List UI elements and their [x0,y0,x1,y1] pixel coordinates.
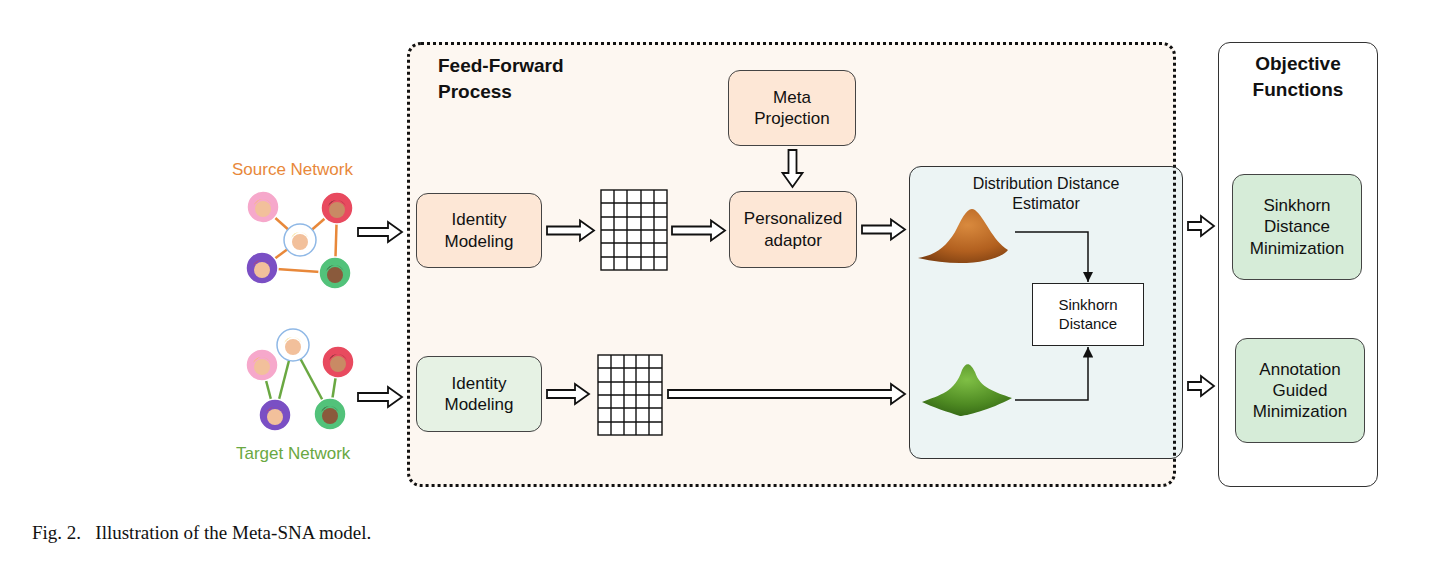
avatar [321,192,353,224]
box-label: Sinkhorn Distance Minimization [1239,195,1355,259]
avatar [321,406,339,412]
flow-line [1015,232,1088,282]
box-label: Identity Modeling [423,209,535,252]
avatar [246,349,278,381]
input-arrow [358,222,402,242]
process-region: Feed-Forward ProcessIdentity Modeling Met… [407,42,1176,487]
figure-caption: Fig. 2. Illustration of the Meta-SNA mod… [32,522,371,544]
region-fill [407,42,1183,487]
embedding-matrix [601,190,667,270]
network-label: Target Network [236,444,350,464]
box-label: Identity Modeling [423,373,535,416]
flow-arrow [668,384,905,404]
flow-arrow [783,150,803,187]
flow-arrow [1188,376,1214,396]
objective-box: Annotation Guided Minimization [1235,338,1365,443]
avatar [319,257,351,289]
avatar [322,408,338,424]
region-heading: Feed-Forward Process [438,53,598,104]
process-box: Identity Modeling [416,193,542,268]
flow-arrow [547,384,589,404]
avatar [284,224,316,256]
avatar [285,339,301,355]
distance-box: Sinkhorn Distance [1032,283,1144,346]
flow-arrow [1188,216,1214,236]
flow-arrow [547,221,594,241]
region-heading: Objective Functions [1233,51,1363,102]
avatar [277,329,309,361]
avatar [266,407,284,413]
process-box: Personalized adaptor [729,191,857,268]
flow-arrow [783,150,803,187]
flow-line [1015,232,1088,400]
avatar [254,199,272,205]
embedding-matrix [601,190,667,270]
flow-arrow [672,221,725,241]
box-label: Sinkhorn Distance [1039,296,1137,334]
process-box: Identity Modeling [416,356,542,432]
embedding-matrix [598,190,667,435]
embedding-matrix [598,355,662,435]
avatar [253,357,271,363]
network-label: Source Network [232,160,353,180]
avatar [292,234,308,250]
avatar [284,337,302,343]
input-arrow [358,222,402,407]
avatar [267,409,283,425]
distribution-surface [922,364,1012,416]
flow-arrow [1188,376,1214,396]
avatar [330,356,346,372]
avatar [329,202,345,218]
avatar [327,267,343,283]
input-arrow [358,387,402,407]
avatar [254,262,270,278]
avatar [291,232,309,238]
distribution-surface [918,209,1012,416]
objective-box: Sinkhorn Distance Minimization [1232,174,1362,280]
avatar [328,200,346,206]
box-label: Personalized adaptor [736,208,850,251]
avatar [254,359,270,375]
avatar [322,346,354,378]
region-heading: Distribution Distance Estimator [941,174,1151,213]
embedding-matrix [598,355,662,435]
avatar [247,191,279,223]
box-label: Meta Projection [735,87,849,130]
flow-arrow [547,221,725,241]
avatar [329,354,347,360]
process-box: Meta Projection [728,70,856,146]
avatar [246,252,278,284]
avatar [259,399,291,431]
flow-line [1015,347,1088,400]
flow-arrow [1188,216,1214,236]
estimator-box: Distribution Distance EstimatorSinkhorn … [909,166,1183,459]
region-fill [909,166,1183,459]
flow-arrow [862,220,905,240]
avatar [253,260,271,266]
avatar [246,191,354,431]
avatar [326,265,344,271]
avatar [314,398,346,430]
distribution-surface [918,209,1008,263]
flow-arrow [547,384,905,404]
avatar [255,201,271,217]
flow-arrow [862,220,905,240]
objective-region: Objective FunctionsSinkhorn Distance Min… [1218,42,1378,487]
box-label: Annotation Guided Minimization [1242,359,1358,423]
